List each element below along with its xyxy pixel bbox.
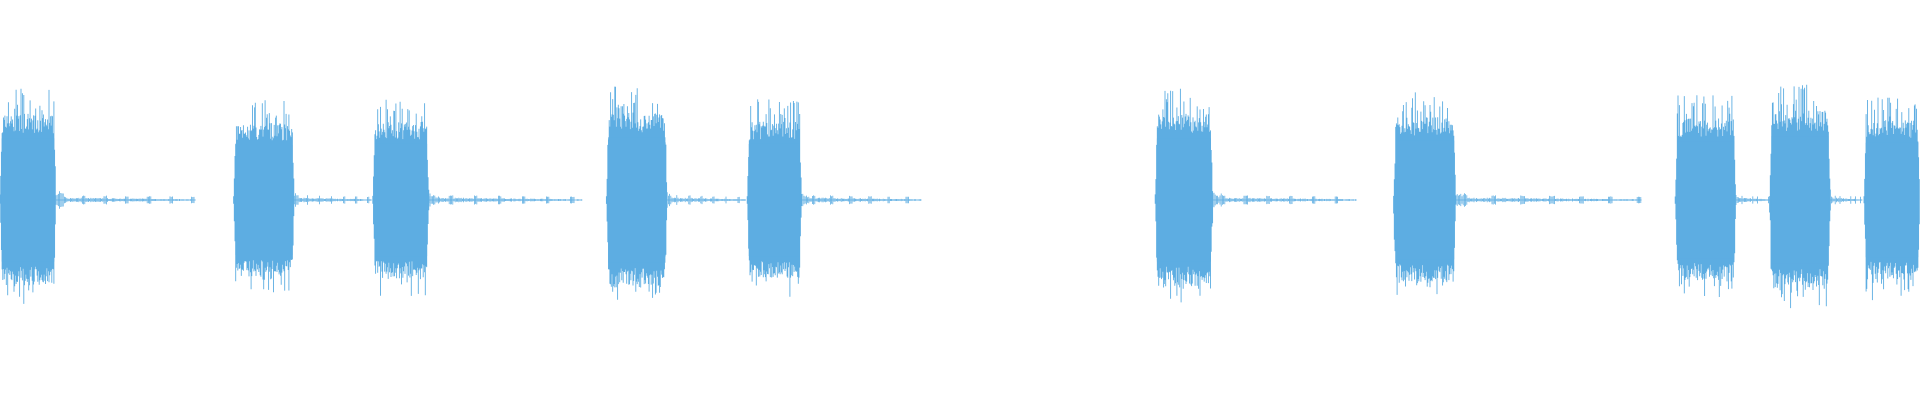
waveform-burst-core xyxy=(608,137,666,263)
waveform-burst-core xyxy=(748,143,800,257)
waveform-burst-core xyxy=(1771,136,1829,264)
waveform-burst-core xyxy=(1,138,55,262)
waveform-burst xyxy=(605,86,746,300)
waveform-burst xyxy=(1863,97,1920,301)
waveform-tail xyxy=(1830,189,1863,211)
waveform-burst-core xyxy=(1865,142,1919,258)
waveform-burst xyxy=(372,99,583,296)
waveform-tail xyxy=(1455,193,1642,207)
waveform-bursts xyxy=(0,84,1920,309)
waveform-tail xyxy=(1212,192,1357,208)
waveform-burst-core xyxy=(1156,138,1211,262)
waveform-burst-core xyxy=(374,143,428,257)
waveform-tail xyxy=(55,191,196,209)
waveform-burst-core xyxy=(1395,140,1455,260)
waveform-burst-core xyxy=(1677,141,1735,259)
waveform-burst-core xyxy=(235,145,293,255)
waveform-burst xyxy=(1769,84,1863,309)
waveform-tail xyxy=(801,193,922,207)
waveform-burst xyxy=(0,88,196,304)
waveform-burst xyxy=(233,100,372,293)
waveform-tail xyxy=(1735,195,1770,205)
waveform-burst xyxy=(1393,92,1642,295)
waveform-tail xyxy=(666,192,746,208)
waveform-tail xyxy=(294,193,372,207)
waveform-burst xyxy=(746,99,922,297)
waveform-tail xyxy=(428,189,583,211)
waveform-burst xyxy=(1674,95,1770,297)
waveform-burst xyxy=(1154,88,1357,303)
